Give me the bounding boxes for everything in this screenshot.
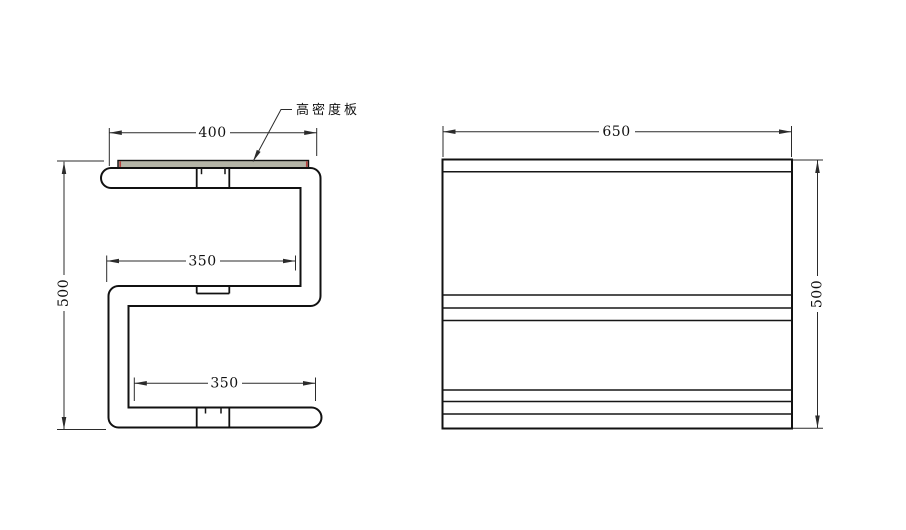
dim-350m-value: 350 (188, 253, 216, 269)
callout-arrowhead (253, 149, 261, 162)
dim-bottom-width: 350 (133, 376, 316, 401)
board-callout-label: 高密度板 (296, 102, 360, 118)
dim-mid-width: 350 (106, 253, 296, 282)
dim-500r-value: 500 (810, 280, 826, 308)
front-view: 650 500 (441, 124, 826, 430)
side-view: 高密度板 400 350 (56, 102, 360, 430)
dim-500l-value: 500 (56, 279, 72, 307)
dim-650-value: 650 (602, 124, 630, 140)
dim-side-height: 500 (56, 160, 106, 430)
dim-350b-value: 350 (210, 376, 238, 392)
front-panel-shelf-edges (442, 170, 792, 415)
tube-frame-bore (102, 169, 321, 427)
board-callout: 高密度板 (252, 102, 360, 162)
mid-clamp (195, 285, 231, 295)
top-clamp (195, 168, 231, 189)
bottom-foot (195, 407, 231, 428)
front-panel-outline (441, 158, 793, 430)
dim-front-height: 500 (793, 159, 826, 429)
hdf-board (117, 159, 310, 169)
dim-top-width: 400 (108, 125, 318, 166)
callout-leader-line (252, 109, 292, 162)
dim-400-value: 400 (198, 125, 226, 141)
dim-front-width: 650 (442, 124, 792, 157)
